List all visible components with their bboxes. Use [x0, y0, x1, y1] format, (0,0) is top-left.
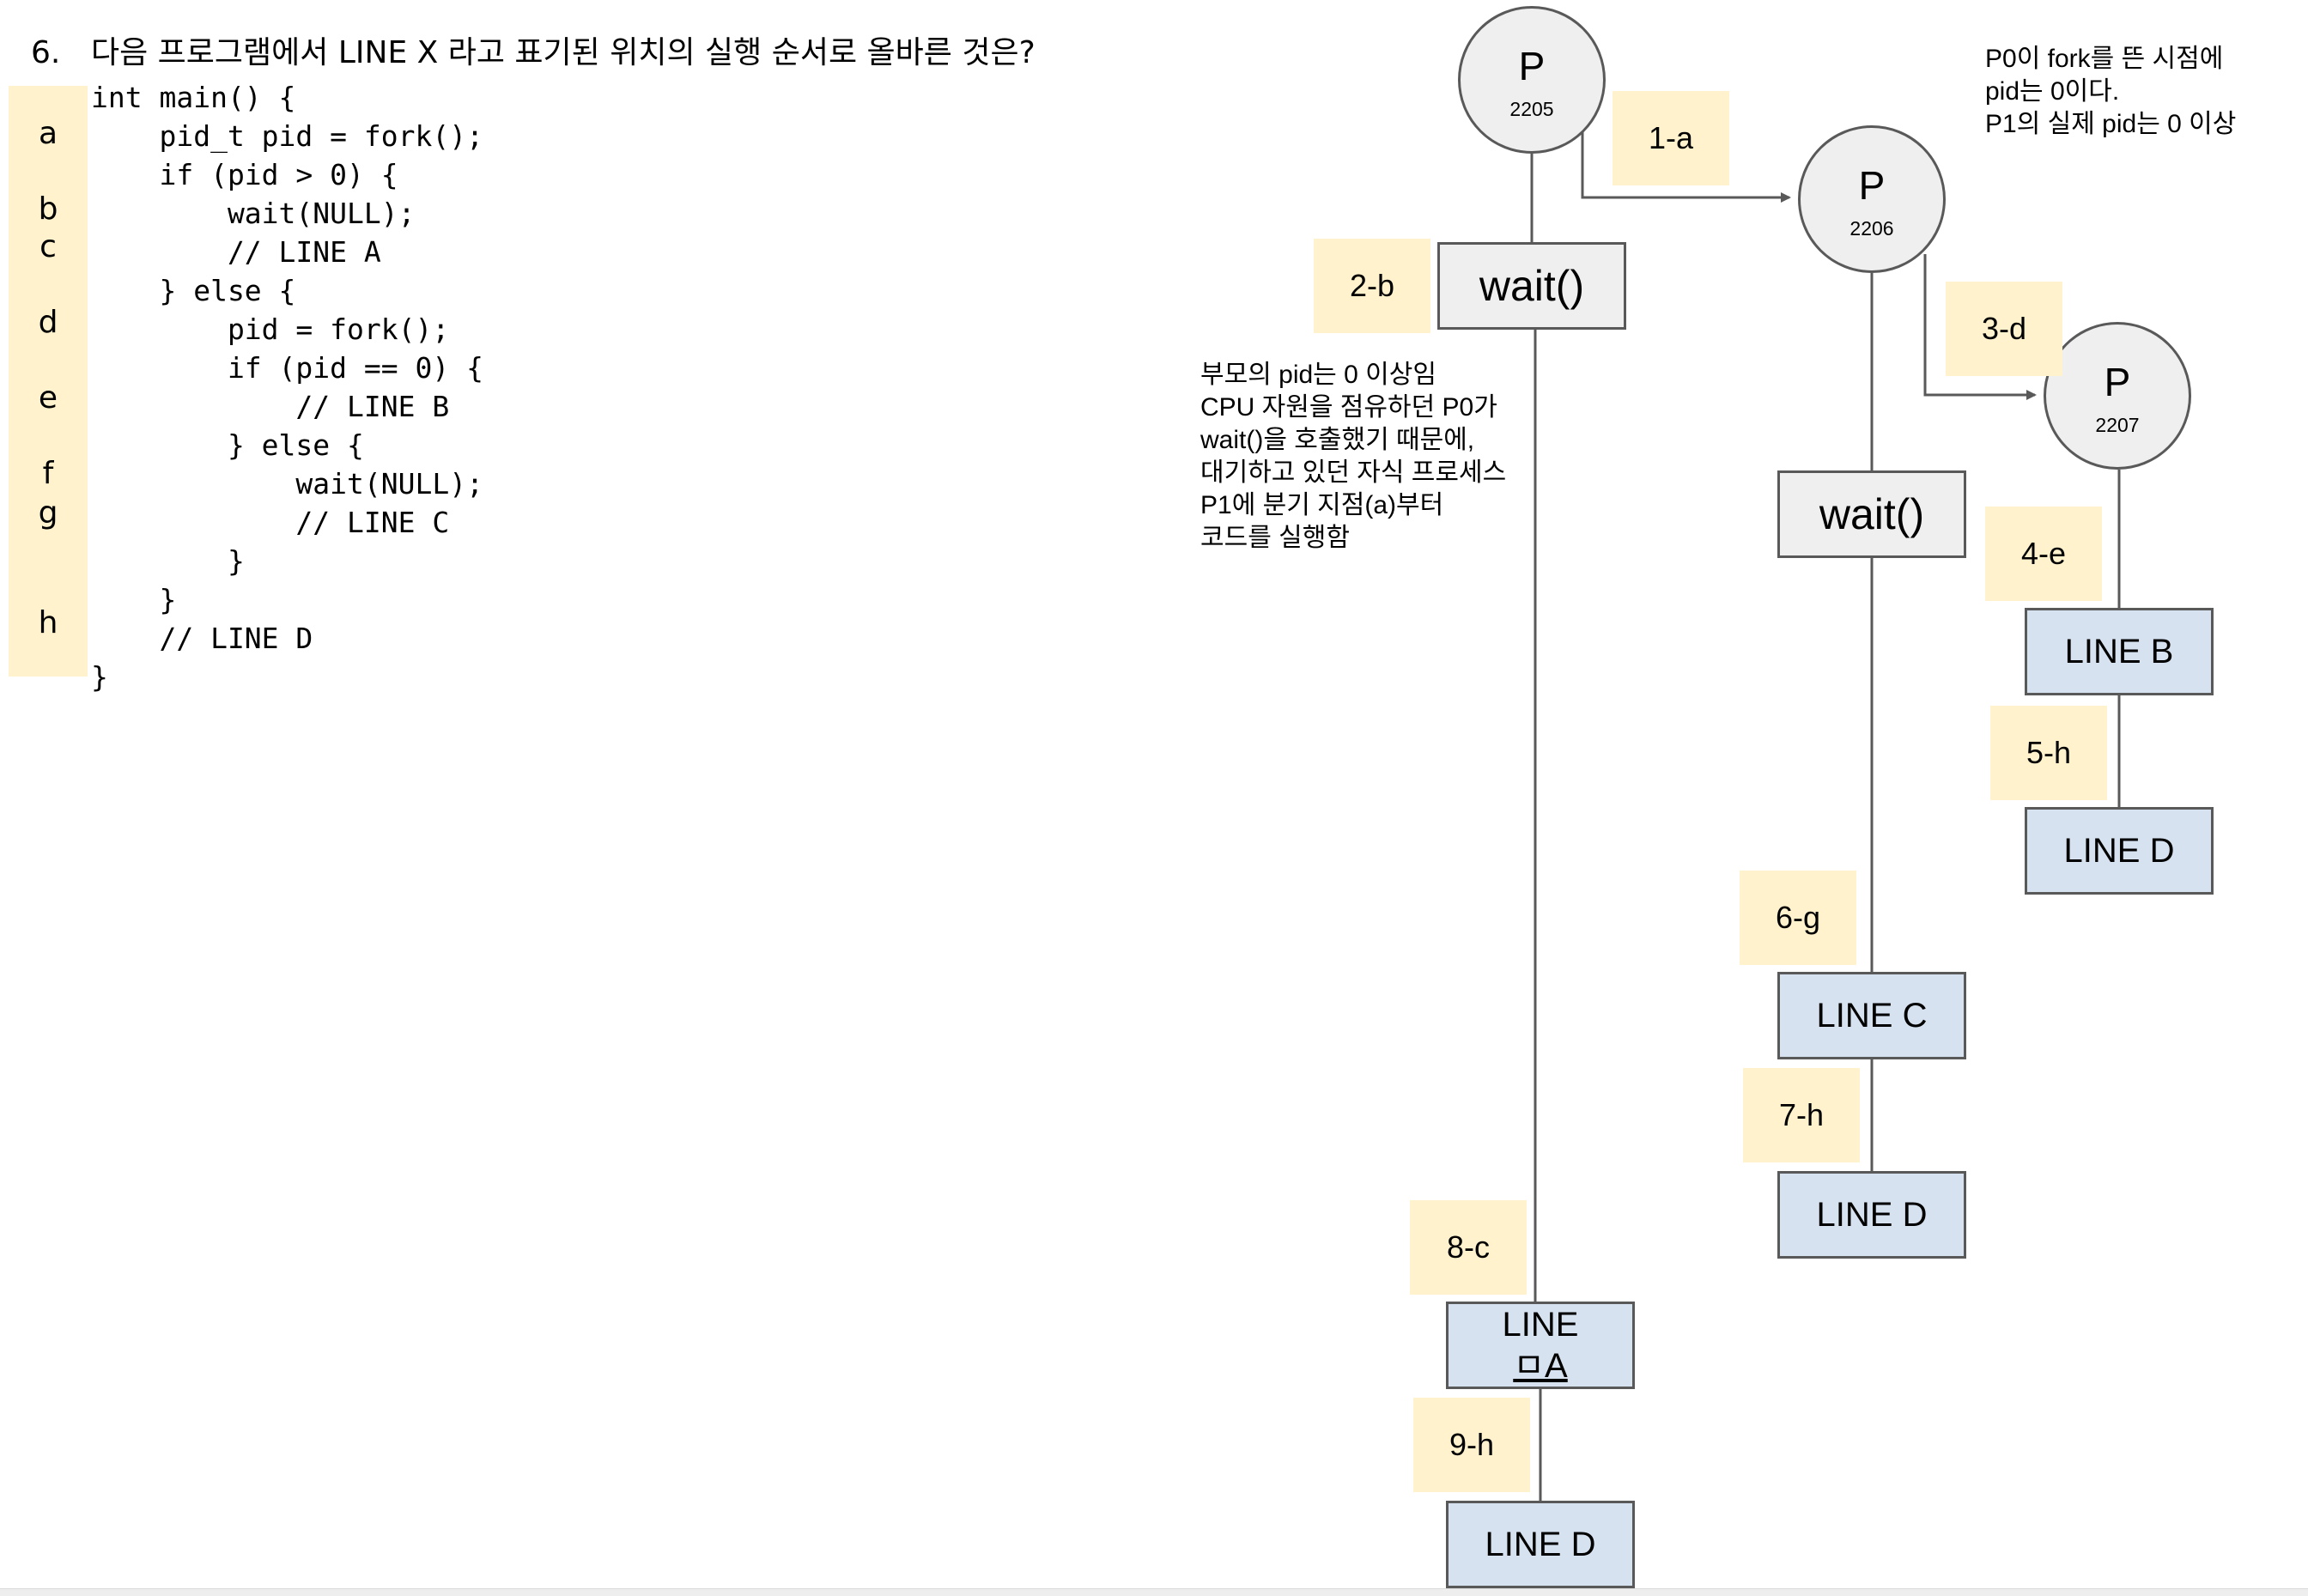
p1-wait-box: wait() [1777, 470, 1966, 558]
code-line: pid = fork(); [91, 313, 450, 346]
step-sticky-6: 6-g [1740, 871, 1856, 965]
note-line: 대기하고 있던 자식 프로세스 [1200, 458, 1507, 487]
step-letter-a: a [38, 116, 58, 151]
p0-line-a-text-top: LINE [1502, 1306, 1579, 1344]
note-line: CPU 자원을 점유하던 P0가 [1200, 393, 1497, 422]
step-sticky-2: 2-b [1314, 239, 1430, 333]
step-sticky-8: 8-c [1410, 1200, 1527, 1295]
step-sticky-4: 4-e [1985, 507, 2102, 601]
step-sticky-7: 7-h [1743, 1068, 1860, 1162]
process-p0-circle: P 2205 [1458, 6, 1606, 154]
p0-wait-box: wait() [1437, 242, 1626, 330]
p2-line-b-box: LINE B [2025, 608, 2214, 695]
code-line: if (pid == 0) { [91, 351, 483, 385]
p0-line-a-text-bottom: ㅁA [1513, 1347, 1568, 1385]
process-pid: 2206 [1849, 217, 1894, 240]
step-letter-b: b [38, 191, 58, 227]
code-line: int main() { [91, 81, 296, 114]
question-title: 6. 다음 프로그램에서 LINE X 라고 표기된 위치의 실행 순서로 올바른… [31, 27, 1036, 72]
step-letter-h: h [38, 605, 58, 640]
code-line: } [91, 583, 177, 616]
note-line: P0이 fork를 뜬 시점에 [1985, 45, 2224, 73]
code-line: // LINE D [91, 622, 313, 655]
step-letter-column: a b c d e f g h [9, 86, 88, 677]
code-line: wait(NULL); [91, 197, 416, 230]
process-pid: 2207 [2095, 414, 2140, 436]
p1-line-d-box: LINE D [1777, 1171, 1966, 1259]
p1-line-c-box: LINE C [1777, 972, 1966, 1059]
code-line: pid_t pid = fork(); [91, 119, 483, 153]
step-sticky-5: 5-h [1990, 706, 2107, 800]
process-p2-circle: P 2207 [2044, 322, 2191, 470]
question-text: 다음 프로그램에서 LINE X 라고 표기된 위치의 실행 순서로 올바른 것… [91, 35, 1036, 70]
p0-line-a-box: LINE ㅁA [1446, 1302, 1635, 1389]
p0-line-d-box: LINE D [1446, 1501, 1635, 1588]
code-line: // LINE C [91, 506, 450, 539]
fork-arrow-p0-to-p1 [1581, 129, 1791, 203]
note-line: P1에 분기 지점(a)부터 [1200, 491, 1444, 519]
step-letter-f: f [42, 456, 54, 491]
process-label: P [1858, 163, 1886, 208]
code-line: // LINE A [91, 235, 381, 269]
question-number: 6. [31, 35, 61, 70]
process-p1-circle: P 2206 [1798, 125, 1946, 273]
step-letter-d: d [38, 305, 58, 340]
code-line: } [91, 544, 245, 578]
code-line: } [91, 660, 108, 694]
step-letter-g: g [38, 495, 58, 531]
step-sticky-1: 1-a [1613, 91, 1729, 185]
note-fork-pid: P0이 fork를 뜬 시점에 pid는 0이다. P1의 실제 pid는 0 … [1985, 43, 2236, 141]
code-line: } else { [91, 428, 364, 462]
note-line: 코드를 실행함 [1200, 524, 1350, 552]
bottom-scroll-strip [0, 1588, 2308, 1596]
process-label: P [2104, 360, 2131, 404]
p2-line-d-box: LINE D [2025, 807, 2214, 895]
note-line: P1의 실제 pid는 0 이상 [1985, 110, 2237, 138]
step-letter-c: c [39, 229, 57, 264]
note-line: 부모의 pid는 0 이상임 [1200, 361, 1436, 389]
step-letter-e: e [38, 380, 58, 416]
step-sticky-9: 9-h [1413, 1398, 1530, 1492]
code-line: wait(NULL); [91, 467, 483, 501]
process-pid: 2205 [1509, 98, 1554, 120]
code-line: // LINE B [91, 390, 450, 423]
note-parent-pid: 부모의 pid는 0 이상임 CPU 자원을 점유하던 P0가 wait()을 … [1200, 359, 1506, 555]
fork-arrow-p1-to-p2 [1923, 254, 2037, 400]
step-sticky-3: 3-d [1946, 282, 2062, 376]
code-line: } else { [91, 274, 296, 307]
code-line: if (pid > 0) { [91, 158, 398, 191]
note-line: wait()을 호출했기 때문에, [1200, 426, 1475, 454]
process-label: P [1518, 44, 1546, 88]
note-line: pid는 0이다. [1985, 77, 2120, 106]
